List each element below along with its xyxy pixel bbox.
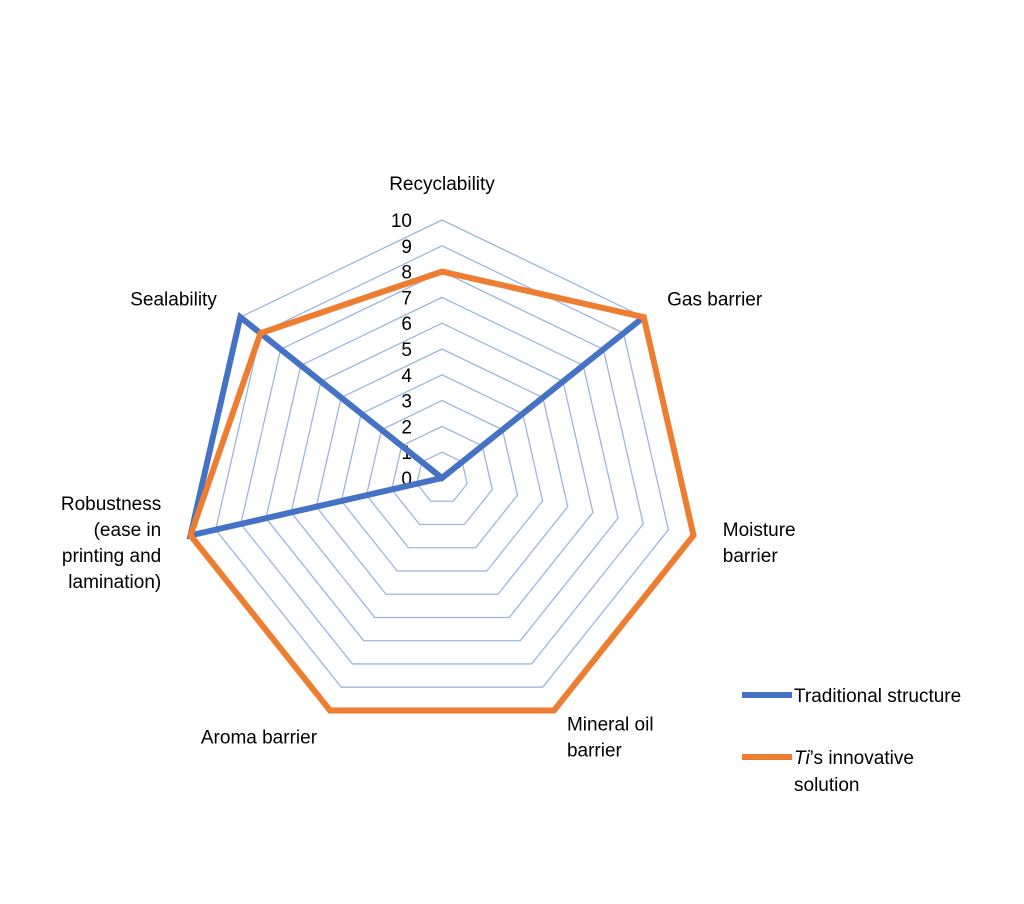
grid-ring <box>365 399 519 549</box>
grid-layer <box>189 219 695 712</box>
tick-label: 7 <box>401 288 412 309</box>
axis-label: Mineral oil <box>567 714 654 735</box>
tick-label: 6 <box>401 314 412 335</box>
tick-label: 10 <box>391 211 412 232</box>
tick-label: 3 <box>401 392 412 413</box>
series-line-2 <box>187 268 697 714</box>
grid-ring <box>189 219 695 712</box>
axis-label: Sealability <box>130 289 217 310</box>
series-layer <box>186 268 697 714</box>
tick-labels: 0 1 2 3 4 5 6 7 8 9 10 <box>391 211 413 490</box>
series-line-1 <box>186 311 646 540</box>
grid-ring <box>214 245 670 688</box>
axis-label: barrier <box>567 740 623 761</box>
axis-label: Recyclability <box>389 174 495 195</box>
grid-ring <box>265 296 619 642</box>
grid-ring <box>390 425 494 526</box>
axis-label: barrier <box>723 546 779 567</box>
tick-label: 0 <box>401 469 412 490</box>
grid-ring <box>315 348 569 595</box>
grid-ring <box>416 451 468 502</box>
grid-ring <box>340 374 544 572</box>
tick-label: 4 <box>401 366 412 387</box>
axis-label: printing and <box>62 546 161 567</box>
tick-label: 1 <box>401 443 412 464</box>
axis-label: lamination) <box>68 572 161 593</box>
axis-label: Robustness <box>61 494 161 515</box>
tick-label: 2 <box>401 417 412 438</box>
legend-label: Traditional structure <box>794 686 961 707</box>
axis-label: Gas barrier <box>667 289 763 310</box>
axis-label: Aroma barrier <box>201 727 318 748</box>
tick-label: 8 <box>401 263 412 284</box>
tick-label: 5 <box>401 340 412 361</box>
grid-ring <box>240 270 644 665</box>
grid-ring <box>290 322 594 619</box>
axis-label: Moisture <box>723 520 796 541</box>
tick-label: 9 <box>401 237 412 258</box>
axis-label: (ease in <box>94 520 162 541</box>
